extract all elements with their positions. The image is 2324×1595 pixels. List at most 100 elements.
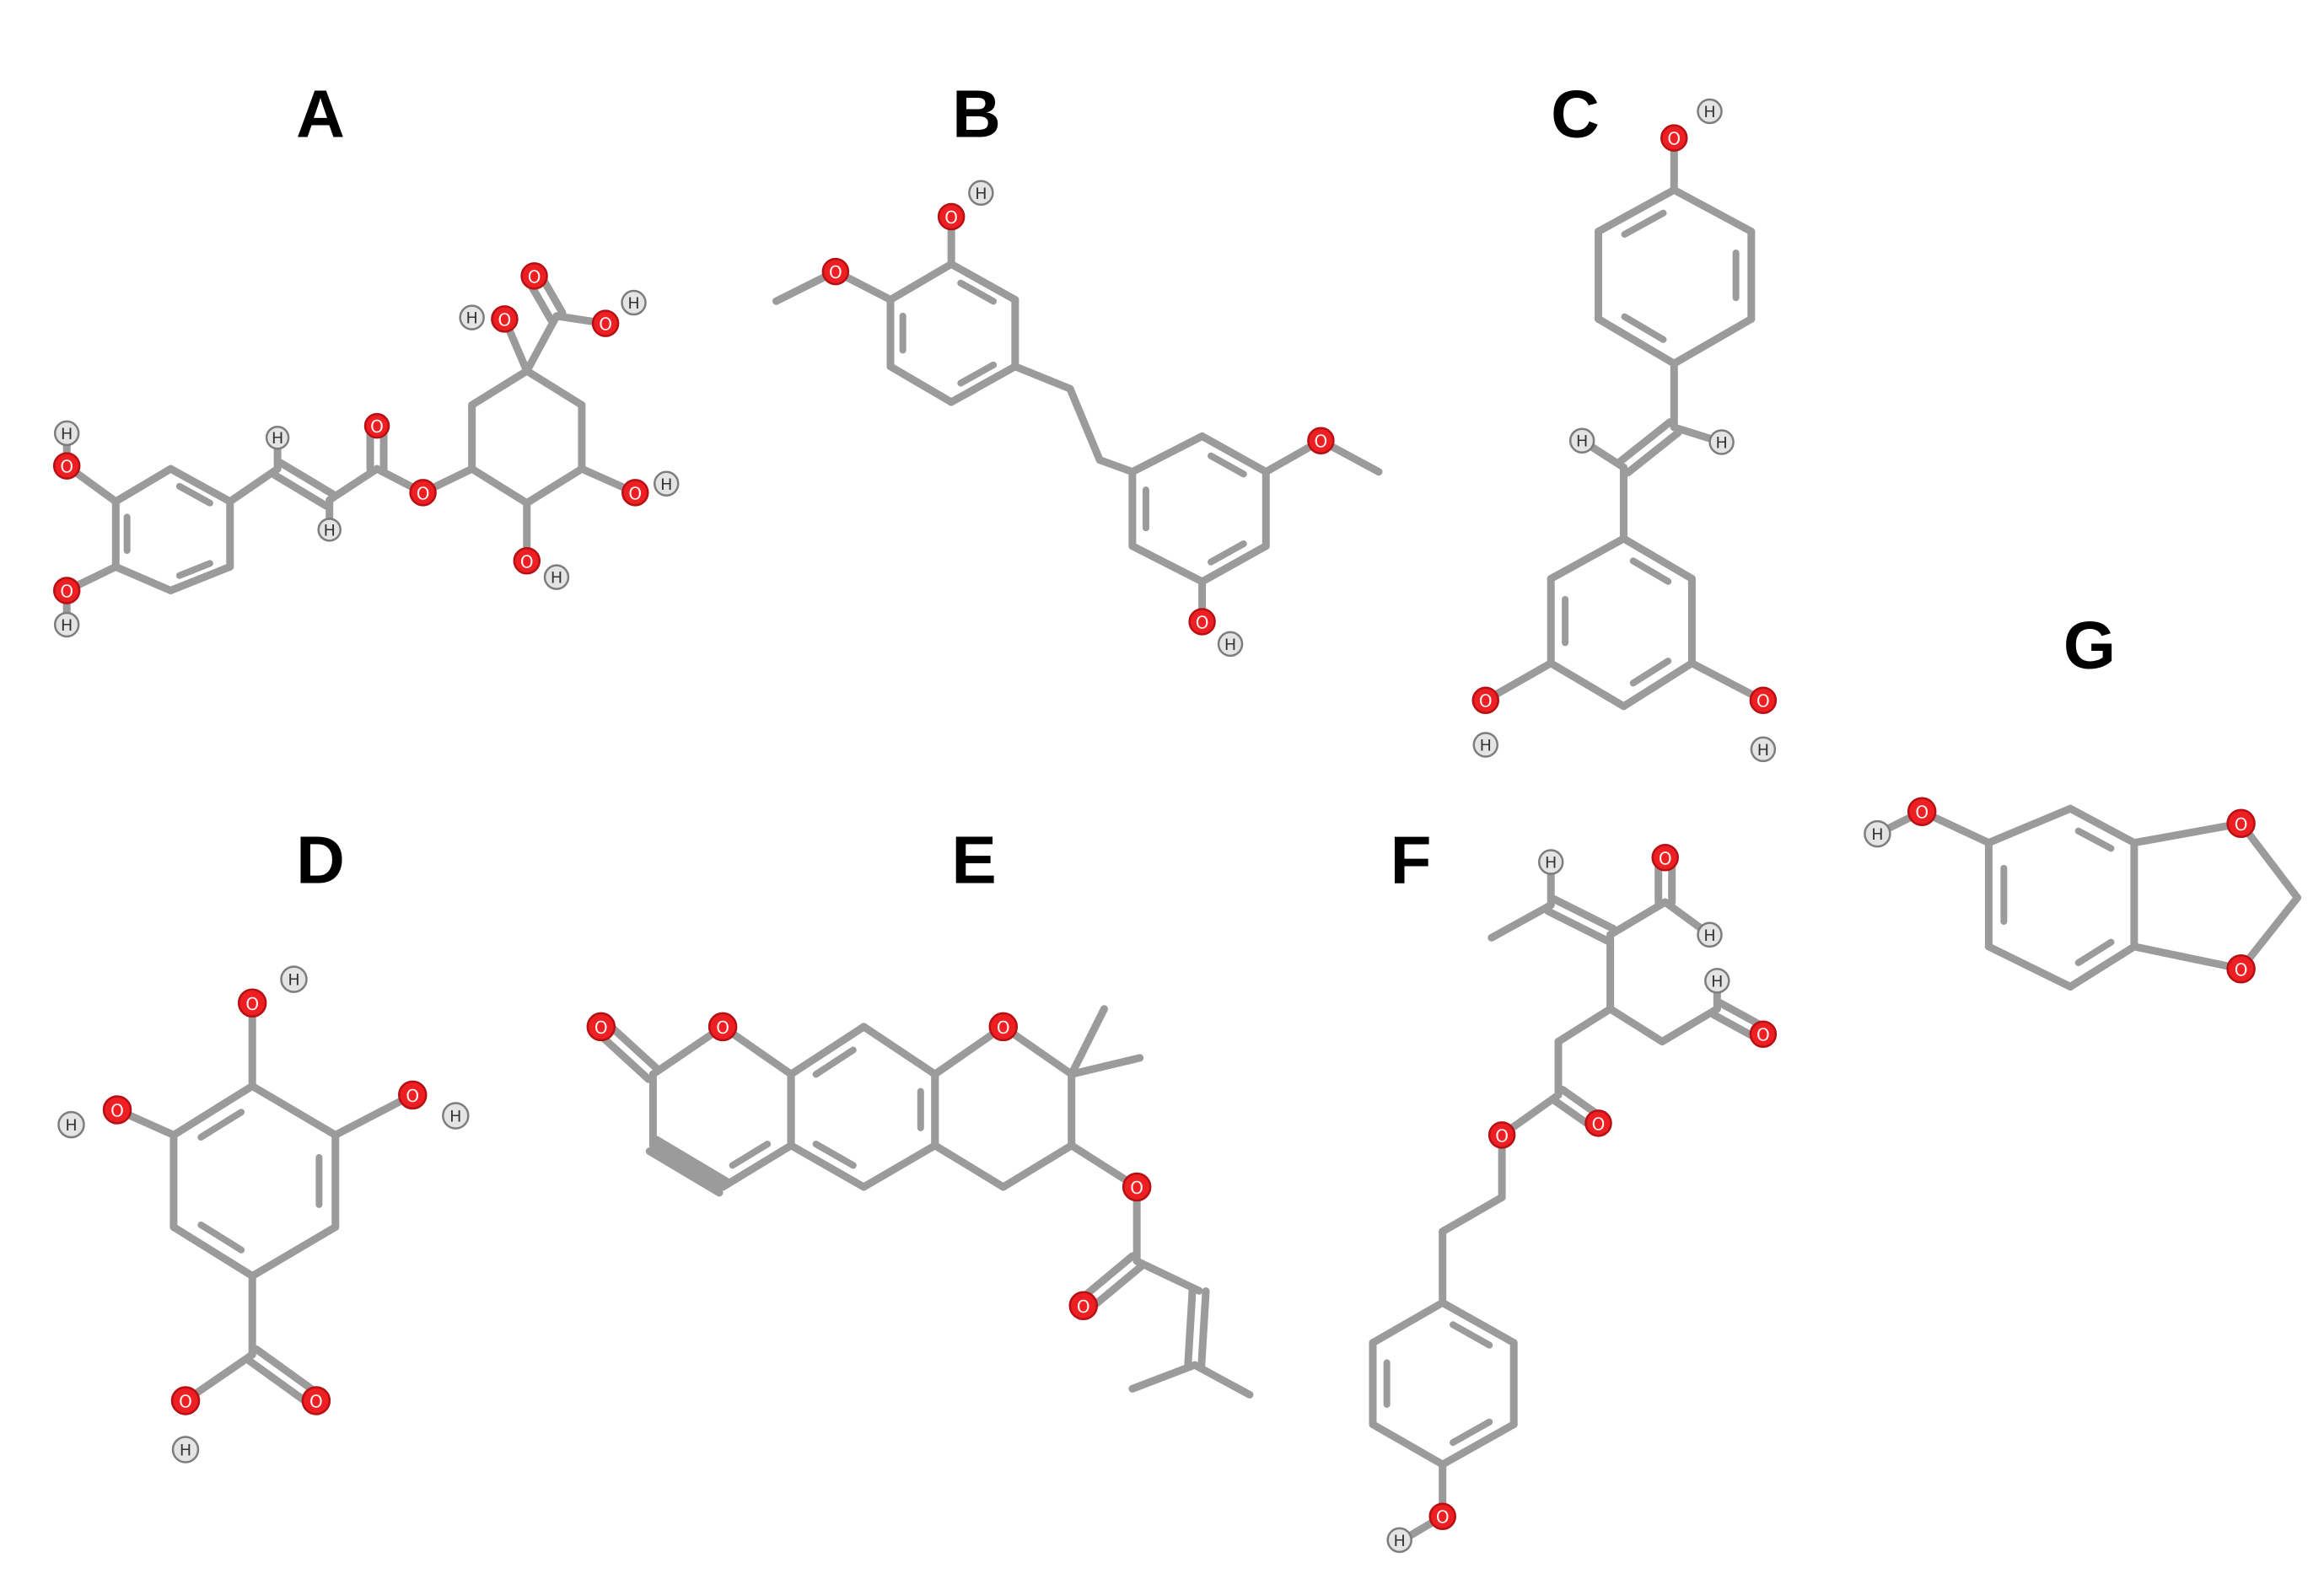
svg-text:H: H xyxy=(1224,636,1236,654)
hydrogen-atom: H xyxy=(1472,732,1499,758)
molecule-e-pyranone-bond xyxy=(648,1141,727,1191)
molecule-d-ring-bond xyxy=(248,1082,340,1139)
svg-text:O: O xyxy=(417,483,430,503)
molecule-b-lower-ring-double-bond xyxy=(1208,540,1247,566)
molecule-c-upper-ring-bond xyxy=(1595,185,1678,236)
svg-text:O: O xyxy=(1592,1114,1606,1134)
svg-text:H: H xyxy=(1871,825,1883,844)
oxygen-atom: O xyxy=(491,305,519,333)
svg-text:H: H xyxy=(1576,432,1588,451)
oxygen-atom: O xyxy=(1651,844,1679,872)
oxygen-atom: O xyxy=(102,1095,132,1125)
molecule-b-upper-ring-bond xyxy=(947,362,1019,406)
svg-text:O: O xyxy=(1756,1025,1770,1045)
molecule-d-ring-bond xyxy=(169,1223,256,1281)
svg-text:O: O xyxy=(60,457,73,477)
molecule-b-lower-ring-bond xyxy=(1198,432,1270,476)
panel-label-f: F xyxy=(1391,823,1432,898)
molecule-f-ring-bond xyxy=(1439,1298,1518,1347)
svg-text:H: H xyxy=(1715,433,1727,452)
svg-text:O: O xyxy=(498,309,512,330)
svg-text:O: O xyxy=(60,581,73,601)
molecule-e-pyran-bond xyxy=(999,1141,1076,1191)
bond xyxy=(277,459,337,498)
bond xyxy=(1487,901,1555,942)
svg-text:H: H xyxy=(61,425,73,443)
hydrogen-atom: H xyxy=(1537,849,1564,875)
bond xyxy=(1011,362,1074,393)
bond xyxy=(226,465,282,506)
oxygen-atom: O xyxy=(52,577,81,604)
molecule-g-ring-bond xyxy=(2066,804,2138,847)
bond xyxy=(1066,384,1104,465)
molecule-c-upper-ring-double-bond xyxy=(1621,313,1667,343)
molecule-f-ring-bond xyxy=(1369,1420,1447,1469)
bond xyxy=(2130,819,2246,847)
molecule-c-lower-ring-bond xyxy=(1619,659,1696,711)
svg-text:O: O xyxy=(1315,432,1328,452)
molecule-c-lower-ring-bond xyxy=(1619,534,1696,583)
molecule-e-benzene-bond xyxy=(859,1141,939,1191)
svg-text:H: H xyxy=(1394,1532,1406,1550)
oxygen-atom: O xyxy=(1907,797,1937,826)
molecule-f-ring-double-bond xyxy=(1450,1418,1493,1447)
oxygen-atom: O xyxy=(586,1012,616,1042)
oxygen-atom: O xyxy=(520,262,548,290)
svg-text:H: H xyxy=(324,521,336,540)
svg-text:O: O xyxy=(370,416,384,437)
oxygen-atom: O xyxy=(1068,1291,1099,1321)
svg-text:H: H xyxy=(449,1108,461,1126)
oxygen-atom: O xyxy=(937,202,966,231)
bond xyxy=(1197,1287,1210,1370)
svg-text:H: H xyxy=(1703,103,1715,121)
svg-text:O: O xyxy=(1130,1178,1143,1198)
bond xyxy=(1606,898,1670,939)
molecule-d-ring-double-bond xyxy=(197,1109,245,1141)
molecule-a-cyclohexane-bond xyxy=(468,367,531,409)
molecule-b-lower-ring-bond xyxy=(1198,542,1270,586)
bond xyxy=(2130,943,2246,973)
molecule-e-benzene-bond xyxy=(787,1023,868,1078)
bond xyxy=(1615,418,1674,466)
svg-text:O: O xyxy=(594,1018,608,1038)
molecule-g-ring-bond xyxy=(1984,943,2074,991)
molecule-c-upper-ring-bond xyxy=(1670,185,1756,236)
panel-label-g: G xyxy=(2063,608,2116,683)
svg-text:O: O xyxy=(628,483,642,503)
bond xyxy=(1132,1257,1203,1295)
svg-text:O: O xyxy=(245,994,259,1014)
bond xyxy=(1544,907,1611,945)
hydrogen-atom: H xyxy=(57,1110,85,1139)
hydrogen-atom: H xyxy=(1697,98,1723,125)
svg-text:O: O xyxy=(1196,612,1209,632)
molecule-c-lower-ring-double-bond xyxy=(1629,557,1672,585)
svg-text:H: H xyxy=(627,294,639,313)
bond xyxy=(652,1136,730,1185)
molecule-a-benzene-double-bond xyxy=(175,482,213,507)
svg-text:O: O xyxy=(599,314,612,335)
hydrogen-atom: H xyxy=(459,304,485,330)
panel-label-c: C xyxy=(1551,77,1600,152)
molecule-c-upper-ring-bond xyxy=(1595,314,1678,368)
hydrogen-atom: H xyxy=(265,425,290,450)
svg-text:H: H xyxy=(288,971,299,990)
hydrogen-atom: H xyxy=(1697,921,1723,948)
bond xyxy=(325,465,381,504)
molecule-b-upper-ring-double-bond xyxy=(957,361,998,387)
bond xyxy=(1550,894,1617,933)
bond xyxy=(1658,1005,1721,1046)
bond xyxy=(1439,1193,1506,1236)
panel-label-b: B xyxy=(952,77,1001,152)
molecule-a-benzene-bond xyxy=(166,562,234,594)
molecule-a-cyclohexane-bond xyxy=(523,465,586,508)
molecule-b-upper-ring-bond xyxy=(886,362,955,406)
svg-text:H: H xyxy=(1711,972,1723,991)
molecule-e-benzene-bond xyxy=(859,1023,939,1078)
svg-text:O: O xyxy=(520,551,534,572)
oxygen-atom: O xyxy=(1487,1121,1516,1149)
molecule-e-benzene-double-bond xyxy=(812,1141,857,1169)
bond xyxy=(1191,1361,1254,1399)
oxygen-atom: O xyxy=(363,412,390,439)
molecule-b-upper-ring-double-bond xyxy=(957,279,998,305)
